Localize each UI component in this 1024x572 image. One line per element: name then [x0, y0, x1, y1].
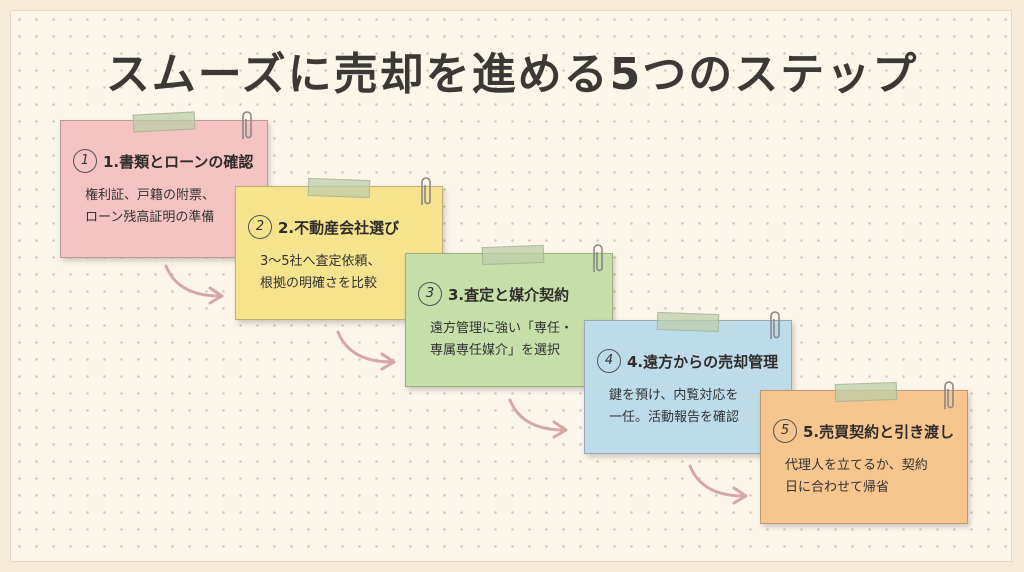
step-heading: 1 1.書類とローンの確認 [73, 149, 253, 173]
step-description: 権利証、戸籍の附票、 ローン残高証明の準備 [85, 188, 216, 225]
step-description: 代理人を立てるか、契約 日に合わせて帰省 [785, 458, 928, 495]
step-number-circle: 2 [248, 215, 272, 239]
paperclip-icon [421, 177, 431, 205]
paperclip-icon [242, 111, 252, 139]
step-number-circle: 5 [773, 419, 797, 443]
arrow-step3-to-4 [508, 398, 568, 439]
step-title: 1.書類とローンの確認 [103, 152, 254, 171]
step-description: 3～5社へ査定依頼、 根拠の明確さを比較 [260, 254, 381, 291]
arrow-step2-to-3 [336, 330, 396, 371]
arrow-step4-to-5 [688, 464, 748, 505]
paperclip-icon [770, 311, 780, 339]
page-title: スムーズに売却を進める5つのステップ [105, 49, 919, 100]
step-heading: 2 2.不動産会社選び [248, 215, 399, 239]
step-description: 鍵を預け、内覧対応を 一任。活動報告を確認 [609, 388, 740, 425]
step-title: 5.売買契約と引き渡し [803, 422, 955, 441]
step-card-5: 5 5.売買契約と引き渡し 代理人を立てるか、契約 日に合わせて帰省 [760, 381, 968, 524]
step-number-circle: 3 [418, 282, 442, 306]
step-card-3: 3 3.査定と媒介契約 遠方管理に強い「専任・ 専属専任媒介」を選択 [405, 244, 613, 387]
paperclip-icon [944, 381, 954, 409]
step-card-4: 4 4.遠方からの売却管理 鍵を預け、内覧対応を 一任。活動報告を確認 [584, 311, 792, 454]
step-number-circle: 4 [597, 349, 621, 373]
tape [132, 111, 196, 133]
step-title: 4.遠方からの売却管理 [627, 352, 779, 371]
step-title: 3.査定と媒介契約 [448, 285, 570, 304]
tape [656, 311, 720, 333]
step-description: 遠方管理に強い「専任・ 専属専任媒介」を選択 [430, 321, 574, 358]
step-card-1: 1 1.書類とローンの確認 権利証、戸籍の附票、 ローン残高証明の準備 [60, 111, 268, 258]
tape [307, 177, 371, 199]
tape [481, 244, 545, 266]
step-number-circle: 1 [73, 149, 97, 173]
arrow-step1-to-2 [164, 264, 224, 305]
step-heading: 3 3.査定と媒介契約 [418, 282, 569, 306]
tape [834, 381, 898, 403]
paperclip-icon [593, 244, 603, 272]
step-heading: 5 5.売買契約と引き渡し [773, 419, 954, 443]
step-heading: 4 4.遠方からの売却管理 [597, 349, 778, 373]
step-title: 2.不動産会社選び [278, 218, 400, 237]
